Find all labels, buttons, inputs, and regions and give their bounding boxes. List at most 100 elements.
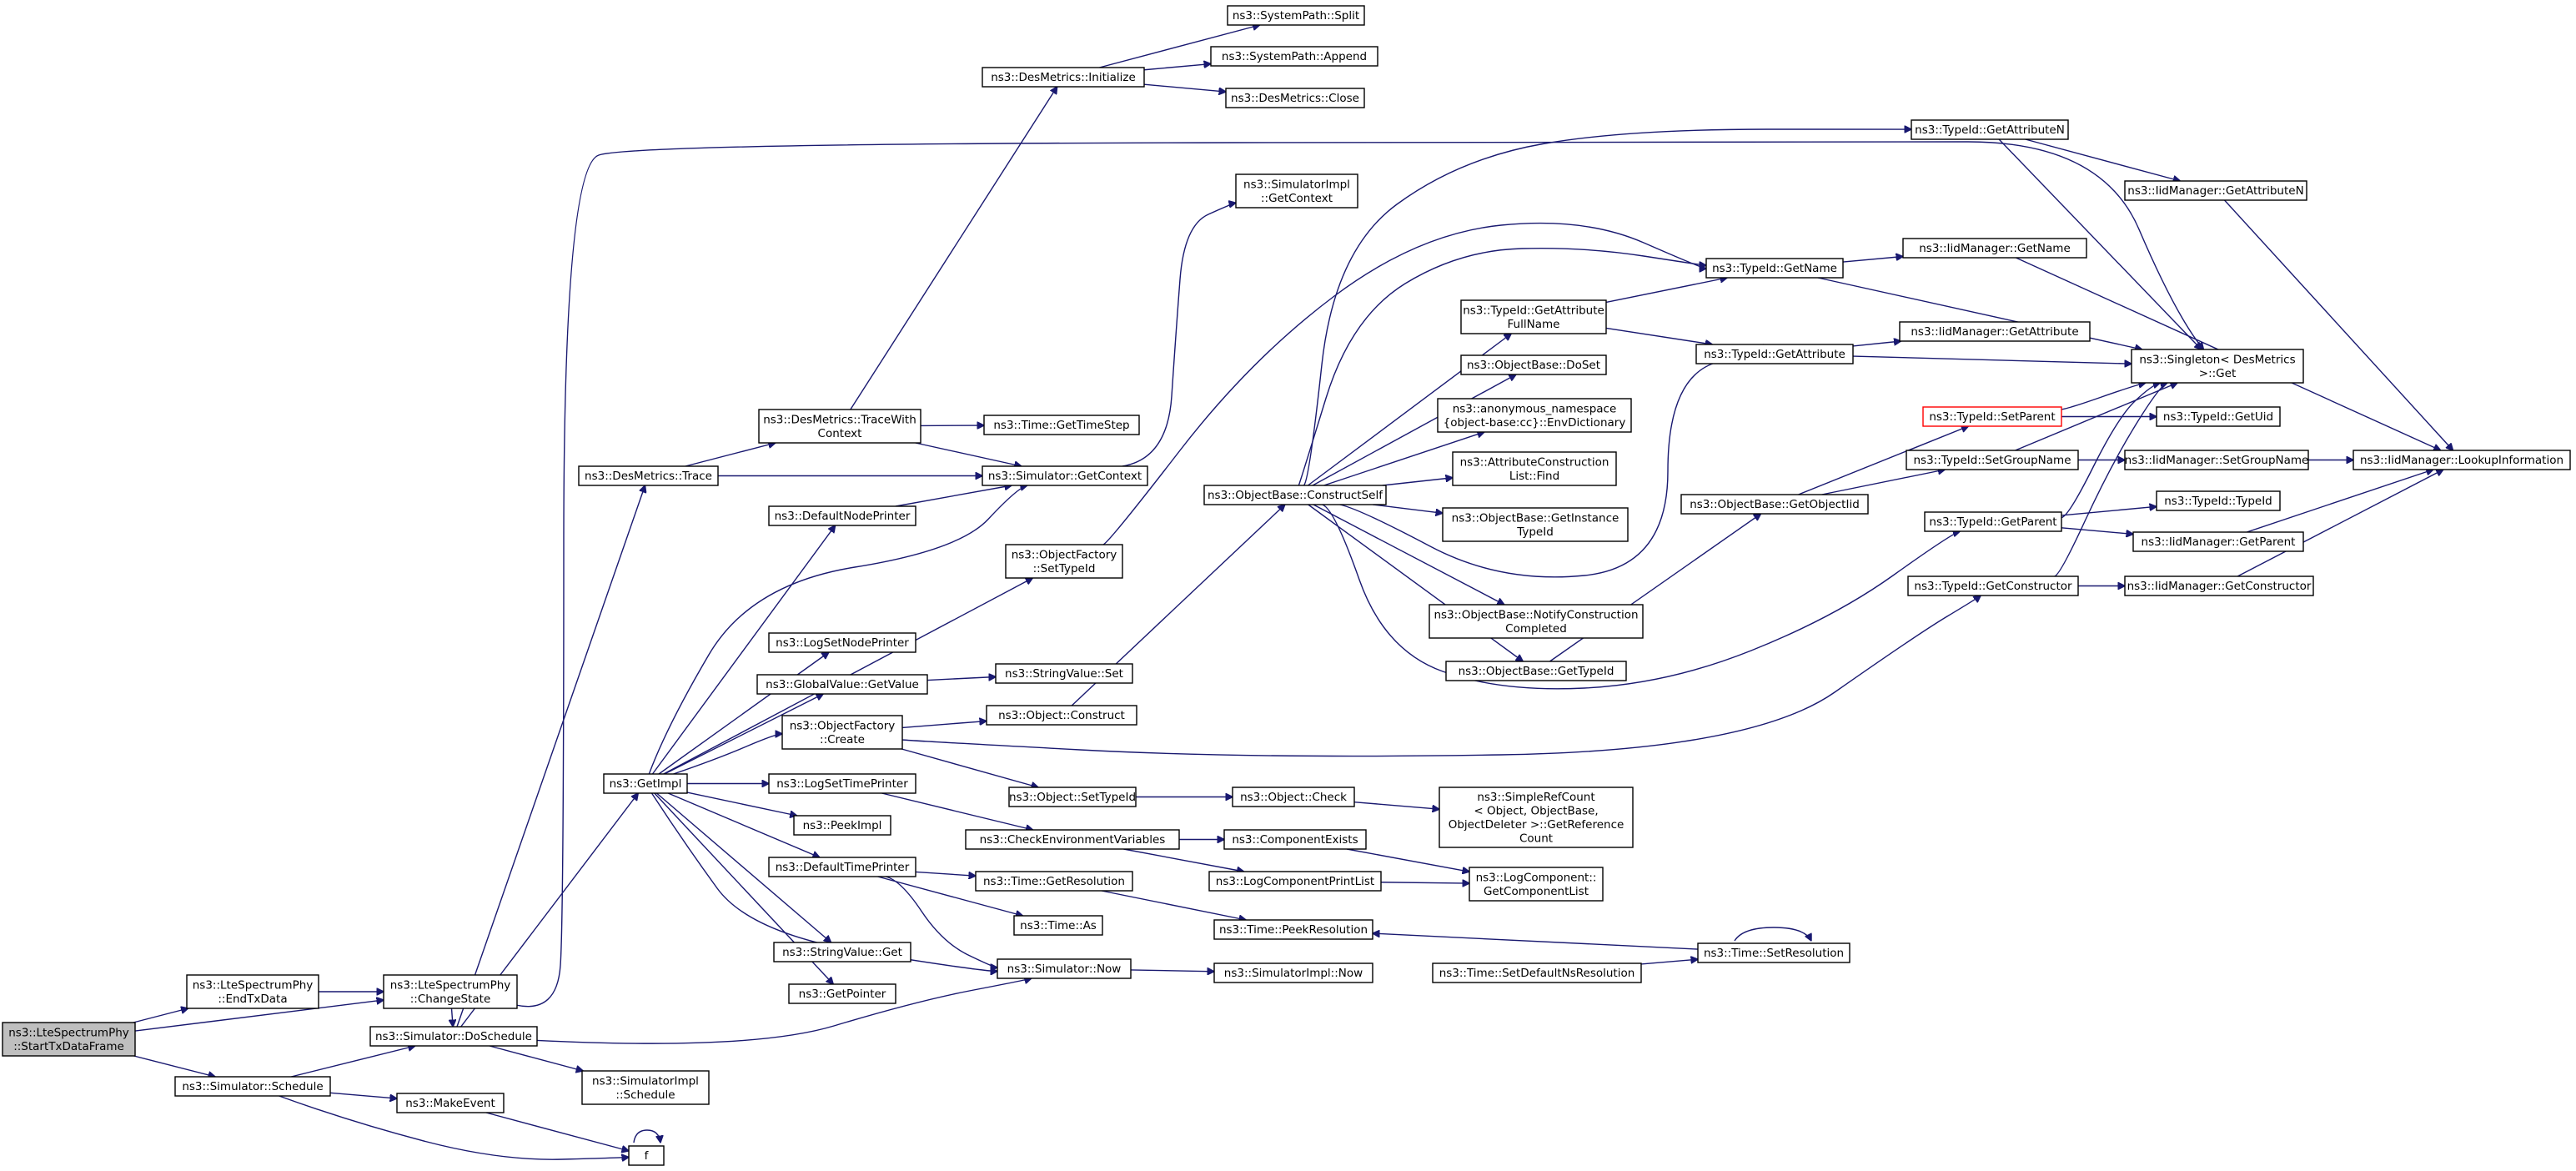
- node-tid-set-parent[interactable]: ns3::TypeId::SetParent: [1922, 406, 2062, 427]
- node-time-get-res[interactable]: ns3::Time::GetResolution: [975, 871, 1133, 892]
- node-obget-object-iid[interactable]: ns3::ObjectBase::GetObjectIid: [1680, 494, 1869, 515]
- node-gvget-value[interactable]: ns3::GlobalValue::GetValue: [756, 674, 928, 695]
- node-env-dict[interactable]: ns3::anonymous_namespace{object-base:cc}…: [1437, 398, 1632, 433]
- node-box[interactable]: [383, 974, 518, 1009]
- node-tid-get-attr-n[interactable]: ns3::TypeId::GetAttributeN: [1911, 119, 2069, 140]
- node-box[interactable]: [2, 1022, 136, 1057]
- node-svset[interactable]: ns3::StringValue::Set: [995, 663, 1133, 684]
- node-box[interactable]: [2156, 490, 2281, 511]
- node-spsplit[interactable]: ns3::SystemPath::Split: [1227, 5, 1365, 26]
- node-box[interactable]: [788, 983, 896, 1004]
- node-construct-self[interactable]: ns3::ObjectBase::ConstructSelf: [1203, 485, 1387, 505]
- node-box[interactable]: [628, 1145, 665, 1166]
- node-box[interactable]: [2132, 531, 2304, 552]
- node-box[interactable]: [1005, 544, 1123, 579]
- node-obj-construct[interactable]: ns3::Object::Construct: [986, 705, 1137, 726]
- node-box[interactable]: [1907, 575, 2079, 596]
- node-box[interactable]: [603, 773, 688, 794]
- node-box[interactable]: [1203, 485, 1387, 505]
- node-box[interactable]: [1906, 450, 2079, 470]
- node-box[interactable]: [174, 1076, 331, 1097]
- node-peek-res[interactable]: ns3::Time::PeekResolution: [1213, 919, 1373, 940]
- node-tid-get-constructor[interactable]: ns3::TypeId::GetConstructor: [1907, 575, 2079, 596]
- node-time-as[interactable]: ns3::Time::As: [1013, 915, 1103, 936]
- node-box[interactable]: [1924, 511, 2062, 532]
- node-box[interactable]: [1429, 604, 1644, 639]
- node-box[interactable]: [1452, 451, 1617, 486]
- node-set-def-ns-res[interactable]: ns3::Time::SetDefaultNsResolution: [1432, 962, 1642, 983]
- node-box[interactable]: [768, 505, 916, 526]
- node-box[interactable]: [982, 465, 1148, 486]
- node-box[interactable]: [986, 705, 1137, 726]
- node-box[interactable]: [1225, 88, 1365, 108]
- node-box[interactable]: [781, 715, 903, 750]
- node-box[interactable]: [1469, 867, 1604, 902]
- node-box[interactable]: [1902, 238, 2087, 259]
- node-box[interactable]: [2131, 349, 2304, 384]
- node-iid-get-constructor[interactable]: ns3::IidManager::GetConstructor: [2124, 575, 2314, 596]
- node-box[interactable]: [2353, 450, 2571, 470]
- node-des-trace[interactable]: ns3::DesMetrics::Trace: [578, 465, 719, 486]
- node-start-tx-data-frame[interactable]: ns3::LteSpectrumPhy::StartTxDataFrame: [2, 1022, 136, 1057]
- node-box[interactable]: [1432, 962, 1642, 983]
- node-box[interactable]: [768, 773, 916, 794]
- node-tid-set-group-name[interactable]: ns3::TypeId::SetGroupName: [1906, 450, 2079, 470]
- node-box[interactable]: [186, 974, 319, 1009]
- node-box[interactable]: [1235, 173, 1358, 209]
- node-box[interactable]: [2124, 575, 2314, 596]
- node-des-close[interactable]: ns3::DesMetrics::Close: [1225, 88, 1365, 108]
- node-box[interactable]: [995, 663, 1133, 684]
- node-box[interactable]: [1445, 661, 1627, 681]
- node-log-comp-get-list[interactable]: ns3::LogComponent::GetComponentList: [1469, 867, 1604, 902]
- node-iid-get-name[interactable]: ns3::IidManager::GetName: [1902, 238, 2087, 259]
- node-obj-check[interactable]: ns3::Object::Check: [1232, 787, 1355, 807]
- node-tid-get-uid[interactable]: ns3::TypeId::GetUid: [2156, 406, 2281, 427]
- node-tid-get-parent[interactable]: ns3::TypeId::GetParent: [1924, 511, 2062, 532]
- node-box[interactable]: [982, 67, 1145, 88]
- node-tid-get-name[interactable]: ns3::TypeId::GetName: [1705, 258, 1844, 279]
- node-sim-now[interactable]: ns3::Simulator::Now: [997, 958, 1132, 979]
- node-tid-get-attr[interactable]: ns3::TypeId::GetAttribute: [1695, 344, 1854, 364]
- node-box[interactable]: [983, 415, 1140, 435]
- node-srcget-ref-count[interactable]: ns3::SimpleRefCount< Object, ObjectBase,…: [1439, 787, 1634, 848]
- node-box[interactable]: [1922, 406, 2062, 427]
- node-end-tx-data[interactable]: ns3::LteSpectrumPhy::EndTxData: [186, 974, 319, 1009]
- node-impl-get-context[interactable]: ns3::SimulatorImpl::GetContext: [1235, 173, 1358, 209]
- node-box[interactable]: [768, 857, 916, 877]
- node-box[interactable]: [1697, 942, 1850, 963]
- node-box[interactable]: [1008, 787, 1137, 807]
- node-f[interactable]: f: [628, 1145, 665, 1166]
- node-iid-set-group-name[interactable]: ns3::IidManager::SetGroupName: [2124, 450, 2309, 470]
- node-do-schedule[interactable]: ns3::Simulator::DoSchedule: [369, 1026, 538, 1047]
- node-ofset-type-id[interactable]: ns3::ObjectFactory::SetTypeId: [1005, 544, 1123, 579]
- node-box[interactable]: [793, 815, 891, 836]
- node-sim-get-context[interactable]: ns3::Simulator::GetContext: [982, 465, 1148, 486]
- node-box[interactable]: [1442, 507, 1629, 542]
- node-box[interactable]: [2124, 180, 2307, 201]
- node-def-time-printer[interactable]: ns3::DefaultTimePrinter: [768, 857, 916, 877]
- node-box[interactable]: [1705, 258, 1844, 279]
- node-box[interactable]: [1460, 299, 1607, 334]
- node-obj-set-type-id[interactable]: ns3::Object::SetTypeId: [1008, 787, 1137, 807]
- node-box[interactable]: [1210, 46, 1378, 67]
- node-sim-schedule[interactable]: ns3::Simulator::Schedule: [174, 1076, 331, 1097]
- node-box[interactable]: [965, 829, 1180, 850]
- node-box[interactable]: [1223, 829, 1367, 850]
- node-log-set-time-printer[interactable]: ns3::LogSetTimePrinter: [768, 773, 916, 794]
- node-box[interactable]: [1208, 871, 1382, 892]
- node-box[interactable]: [768, 632, 916, 653]
- node-tid-type-id[interactable]: ns3::TypeId::TypeId: [2156, 490, 2281, 511]
- node-impl-schedule[interactable]: ns3::SimulatorImpl::Schedule: [581, 1070, 710, 1105]
- node-ofcreate[interactable]: ns3::ObjectFactory::Create: [781, 715, 903, 750]
- node-box[interactable]: [1911, 119, 2069, 140]
- node-iid-lookup[interactable]: ns3::IidManager::LookupInformation: [2353, 450, 2571, 470]
- node-get-impl[interactable]: ns3::GetImpl: [603, 773, 688, 794]
- node-box[interactable]: [1899, 321, 2091, 342]
- node-make-event[interactable]: ns3::MakeEvent: [396, 1093, 505, 1113]
- node-iid-get-parent[interactable]: ns3::IidManager::GetParent: [2132, 531, 2304, 552]
- node-box[interactable]: [758, 409, 921, 444]
- node-box[interactable]: [1460, 354, 1607, 375]
